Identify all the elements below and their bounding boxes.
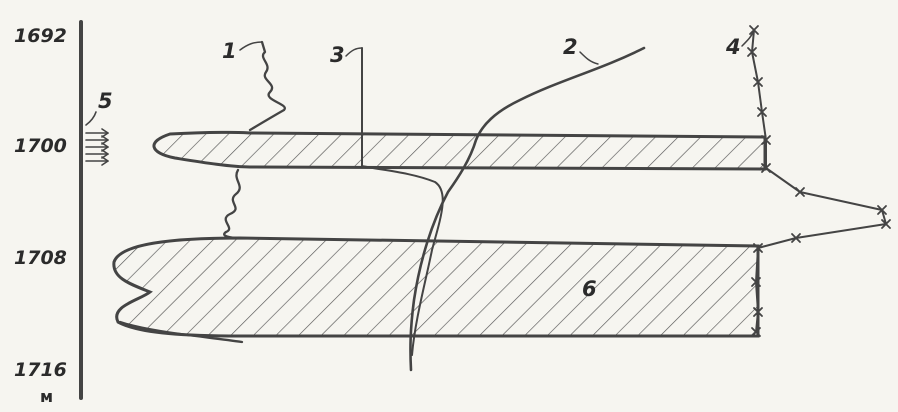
- depth-tick-1700: 1700: [14, 135, 67, 157]
- curve-4-marker: [751, 327, 761, 337]
- reservoir-layer-upper: [152, 130, 767, 171]
- reservoir-layer-lower: [112, 236, 760, 338]
- curve-label-6: 6: [582, 277, 597, 301]
- depth-tick-1708: 1708: [14, 247, 67, 269]
- curve-4-marker: [757, 107, 767, 117]
- curve-4-marker: [753, 77, 763, 87]
- depth-tick-1692: 1692: [14, 25, 67, 47]
- curve-4-marker: [795, 187, 805, 197]
- curve-1: [118, 40, 286, 344]
- curve-4-marker: [753, 243, 763, 253]
- curve-label-3: 3: [330, 43, 345, 67]
- curve-label-4: 4: [725, 35, 741, 59]
- label-leaders: [239, 29, 755, 65]
- curve-2: [409, 46, 646, 372]
- curve-4-marker: [761, 163, 771, 173]
- curve-label-2: 2: [563, 35, 578, 59]
- curve-4-marker: [747, 47, 757, 57]
- curve-label-5: 5: [98, 89, 113, 113]
- curve-4-marker: [761, 135, 771, 145]
- curve-4-marker: [751, 277, 761, 287]
- curve-4-marker: [881, 219, 891, 229]
- curve-4-marker: [877, 205, 887, 215]
- perforation-arrows: [85, 111, 109, 166]
- curve-3: [361, 47, 444, 356]
- curve-4-marker: [753, 307, 763, 317]
- depth-tick-1716: 1716: [14, 359, 67, 381]
- curve-label-1: 1: [222, 39, 237, 63]
- curve-4-marker: [791, 233, 801, 243]
- depth-unit: м: [40, 387, 53, 406]
- curve-4: [747, 25, 891, 337]
